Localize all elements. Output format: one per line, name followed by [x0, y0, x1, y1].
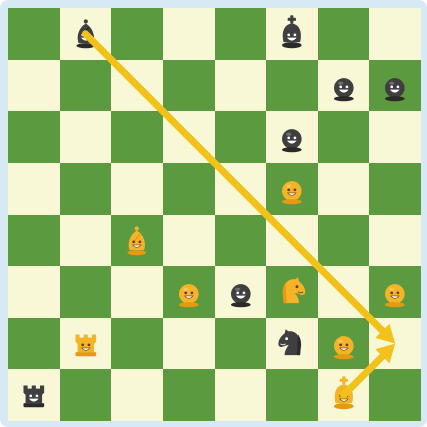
white-pawn-icon — [163, 266, 215, 318]
black-rook-icon — [8, 369, 60, 421]
white-pawn-icon — [266, 163, 318, 215]
white-bishop-icon — [111, 215, 163, 267]
black-rook-a1[interactable] — [8, 369, 60, 421]
white-rook-icon — [60, 318, 112, 370]
white-bishop-c4[interactable] — [111, 215, 163, 267]
black-pawn-icon — [369, 60, 421, 112]
black-pawn-icon — [215, 266, 267, 318]
black-king-icon — [266, 8, 318, 60]
black-king-f8[interactable] — [266, 8, 318, 60]
white-pawn-icon — [318, 318, 370, 370]
white-rook-b2[interactable] — [60, 318, 112, 370]
white-king-g1[interactable] — [318, 369, 370, 421]
black-bishop-b8[interactable] — [60, 8, 112, 60]
black-pawn-f6[interactable] — [266, 111, 318, 163]
white-knight-f3[interactable] — [266, 266, 318, 318]
black-pawn-h7[interactable] — [369, 60, 421, 112]
black-pawn-icon — [266, 111, 318, 163]
white-pawn-h3[interactable] — [369, 266, 421, 318]
white-pawn-g2[interactable] — [318, 318, 370, 370]
white-king-icon — [318, 369, 370, 421]
piece-layer — [8, 8, 421, 421]
white-pawn-icon — [369, 266, 421, 318]
white-knight-icon — [266, 266, 318, 318]
black-pawn-icon — [318, 60, 370, 112]
black-bishop-icon — [60, 8, 112, 60]
white-pawn-f5[interactable] — [266, 163, 318, 215]
black-knight-icon — [266, 318, 318, 370]
black-knight-f2[interactable] — [266, 318, 318, 370]
black-pawn-e3[interactable] — [215, 266, 267, 318]
white-pawn-d3[interactable] — [163, 266, 215, 318]
black-pawn-g7[interactable] — [318, 60, 370, 112]
